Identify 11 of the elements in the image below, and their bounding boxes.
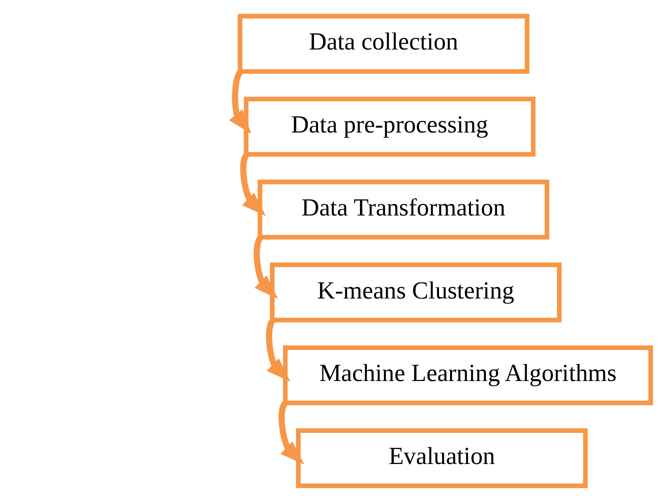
- arrow: [278, 401, 304, 465]
- arrow: [229, 70, 252, 134]
- node-box: Evaluation: [296, 428, 588, 488]
- arrow: [266, 318, 290, 382]
- node-box: Data pre-processing: [244, 96, 536, 157]
- node-box: K-means Clustering: [270, 262, 562, 322]
- node-box: Data collection: [238, 14, 530, 74]
- arrow: [240, 152, 266, 216]
- node-box: Machine Learning Algorithms: [283, 345, 653, 406]
- arrow: [254, 235, 278, 299]
- node-box: Data Transformation: [258, 180, 550, 240]
